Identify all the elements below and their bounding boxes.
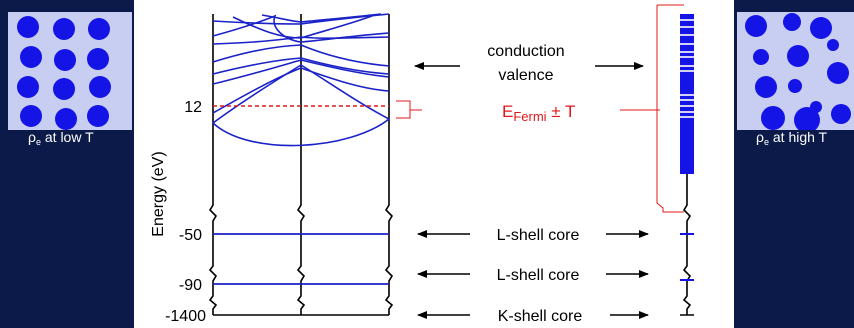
low-t-caption-text: at low T [40, 129, 94, 145]
band-curves [212, 13, 390, 147]
fermi-tail: ± T [547, 102, 576, 121]
band-3 [212, 57, 390, 75]
band-diagram: 12 -50 -90 -1400 Energy (eV) conduction … [150, 4, 694, 325]
tick-minus-1400: -1400 [165, 308, 206, 325]
fermi-e: E [502, 102, 513, 121]
high-t-density-panel [737, 12, 854, 133]
label-l-shell-1: L-shell core [497, 227, 580, 244]
rho-subscript: e [35, 137, 41, 147]
rho-symbol: ρ [756, 129, 764, 145]
axis-right [384, 14, 394, 315]
core-levels [213, 233, 389, 285]
band-diagram-panel: 12 -50 -90 -1400 Energy (eV) conduction … [134, 0, 734, 328]
band-8 [232, 15, 373, 39]
band-lowest [212, 118, 390, 147]
dos-column [680, 14, 694, 316]
band-7 [212, 14, 390, 43]
dos-axis [680, 174, 694, 316]
band-9 [261, 13, 382, 23]
high-t-caption-text: at high T [768, 129, 828, 145]
label-valence: valence [498, 67, 553, 84]
axis-middle [296, 14, 306, 315]
tick-minus-50: -50 [179, 227, 202, 244]
axis-left [208, 14, 218, 315]
rho-subscript: e [763, 137, 769, 147]
tick-minus-90: -90 [179, 277, 202, 294]
energy-axes [208, 14, 394, 316]
band-5 [212, 36, 390, 45]
dos-bar [680, 14, 694, 174]
tick-12: 12 [184, 99, 202, 116]
band-1 [212, 67, 390, 114]
label-l-shell-2: L-shell core [497, 267, 580, 284]
label-fermi: EFermi ± T [502, 102, 575, 124]
rho-symbol: ρ [28, 129, 36, 145]
low-t-density-panel [8, 12, 132, 130]
fermi-subscript: Fermi [513, 109, 546, 124]
low-t-caption: ρe at low T [28, 129, 94, 147]
label-k-shell: K-shell core [498, 308, 583, 325]
band-4 [212, 44, 390, 67]
fermi-bracket [396, 100, 422, 119]
band-2 [212, 59, 390, 85]
high-t-density-dots [745, 13, 851, 133]
y-axis-label: Energy (eV) [150, 151, 167, 236]
label-conduction: conduction [487, 43, 564, 60]
band-valence-top [212, 64, 390, 124]
arrows [414, 62, 649, 319]
low-t-density-dots [17, 16, 111, 130]
high-t-caption: ρe at high T [756, 129, 827, 147]
dos-bracket [656, 5, 684, 213]
